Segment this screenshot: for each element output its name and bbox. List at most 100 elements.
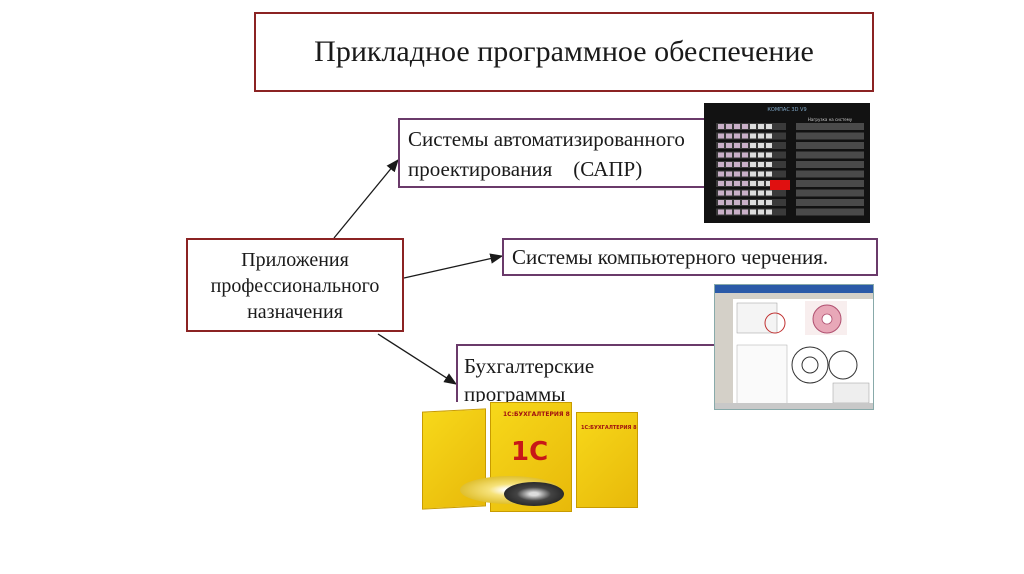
sapr-cell [718,190,724,196]
sapr-cell [766,181,772,186]
sapr-load-bar [796,151,864,159]
sapr-cell [750,181,756,186]
sapr-cell [750,190,756,196]
sapr-cell [750,171,756,177]
sapr-cell [758,200,764,205]
sapr-load-bar [796,142,864,149]
sapr-cell [766,209,772,215]
sapr-cell [726,190,732,196]
sapr-cell [718,171,724,177]
sapr-cell [750,143,756,148]
sapr-cell [742,143,748,148]
sapr-cell [742,209,748,215]
sapr-load-bar [796,123,864,130]
sapr-cell [734,124,740,129]
sapr-line-2: проектирования (САПР) [408,157,643,181]
sapr-cell [766,190,772,196]
sapr-cell [750,162,756,167]
arrow-to-sapr [333,158,399,239]
sapr-cell [734,152,740,158]
center-node: Приложения профессионального назначения [186,238,404,332]
sapr-cell [758,152,764,158]
sapr-cell [734,181,740,186]
sapr-cell [718,200,724,205]
sapr-cell [766,124,772,129]
sapr-cell [742,171,748,177]
sapr-load-bar [796,199,864,206]
center-line-1: Приложения [241,249,349,271]
sapr-load-bar [796,161,864,168]
drafting-node: Системы компьютерного черчения. [502,238,878,276]
sapr-cell [726,162,732,167]
sapr-alert-cell [770,180,790,190]
center-line-2: профессионального [210,275,380,297]
sapr-cell [750,133,756,139]
sapr-cell [742,200,748,205]
sapr-cell [742,124,748,129]
sapr-cell [718,162,724,167]
sapr-cell [734,133,740,139]
sapr-cell [734,190,740,196]
sapr-screenshot-graphic: КОМПАС 3D V9 Нагрузка на систему [704,103,870,223]
sapr-cell [734,171,740,177]
center-line-3: назначения [247,301,343,323]
sapr-cell [734,209,740,215]
sapr-cell [726,209,732,215]
sapr-cell [726,171,732,177]
sapr-cell [750,209,756,215]
sapr-cell [726,133,732,139]
sapr-header-text: КОМПАС 3D V9 [767,107,806,113]
sapr-cell [726,181,732,186]
sapr-node: Системы автоматизированного проектирован… [398,118,704,188]
sapr-cell [718,143,724,148]
sapr-line-1: Системы автоматизированного [408,127,685,151]
sapr-cell [758,143,764,148]
accounting-product-photo: 1С:БУХГАЛТЕРИЯ 8 1С 1С:БУХГАЛТЕРИЯ 8 [420,402,642,516]
sapr-cell [766,200,772,205]
sapr-cell [742,133,748,139]
sapr-load-bar [796,208,864,216]
sapr-cell [766,143,772,148]
sapr-cell [766,171,772,177]
sapr-cell [758,209,764,215]
sapr-cell [718,152,724,158]
sapr-cell [742,181,748,186]
sapr-load-bar [796,170,864,178]
page-title: Прикладное программное обеспечение [314,35,814,68]
sapr-cell [718,181,724,186]
sapr-cell [742,162,748,167]
sapr-cell [758,162,764,167]
drafting-label: Системы компьютерного черчения. [512,245,829,269]
sapr-cell [750,200,756,205]
cad-screenshot-graphic [715,285,873,409]
accounting-line-1: Бухгалтерские [464,354,595,378]
sapr-screenshot: КОМПАС 3D V9 Нагрузка на систему [704,103,870,223]
sapr-cell [726,200,732,205]
sapr-cell [718,209,724,215]
sapr-cell [766,162,772,167]
sapr-cell [718,124,724,129]
sapr-cell [742,190,748,196]
sapr-cell [750,124,756,129]
sapr-panel-text: Нагрузка на систему [808,117,853,122]
sapr-cell [742,152,748,158]
package-name-label-right: 1С:БУХГАЛТЕРИЯ 8 [581,425,637,431]
sapr-cell [766,152,772,158]
sapr-cell [758,190,764,196]
package-name-label: 1С:БУХГАЛТЕРИЯ 8 [503,411,570,418]
sapr-cell [758,133,764,139]
sapr-cell [766,133,772,139]
sapr-load-bar [796,132,864,140]
cd-disc-2 [504,482,564,506]
sapr-cell [718,133,724,139]
sapr-cell [758,171,764,177]
sapr-cell [734,200,740,205]
sapr-load-bar [796,180,864,187]
sapr-cell [726,124,732,129]
package-box-right: 1С:БУХГАЛТЕРИЯ 8 [576,412,638,508]
sapr-cell [750,152,756,158]
package-logo: 1С [511,437,549,467]
sapr-load-bar [796,189,864,197]
cad-screenshot [714,284,874,410]
